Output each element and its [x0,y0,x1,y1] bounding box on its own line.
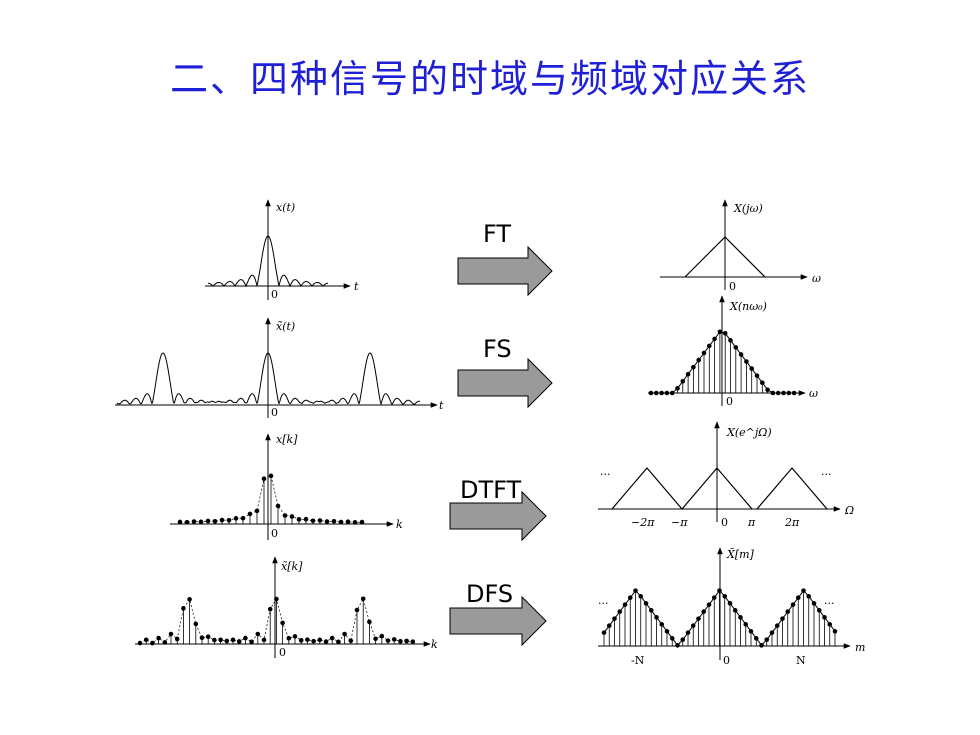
dfs-arrow [449,595,547,647]
sample-point [360,596,366,602]
sample-point [247,511,253,517]
tick-minus-n: -N [631,654,645,667]
xejw-xlabel: Ω [844,504,854,517]
tick-minus-pi: −π [671,516,688,529]
sample-point [150,640,155,646]
sample-point [367,619,372,625]
ft-arrow [457,245,553,297]
dtft-label: DTFT [460,476,522,504]
xpt-ylabel: x̃(t) [276,320,295,333]
xpm-origin: 0 [723,654,730,667]
fs-arrow [457,357,553,409]
sample-point [156,635,161,641]
sample-point [191,519,197,524]
sample-point [240,515,246,521]
dots-left-m: ··· [598,597,609,610]
xpt-origin: 0 [271,406,278,419]
sample-point [218,637,223,643]
sample-point [184,519,190,525]
xt-origin: 0 [271,288,278,301]
sample-point [187,597,192,602]
sample-point [143,637,149,643]
xk-ylabel: x[k] [276,433,298,446]
sample-point [212,637,217,643]
xpm-ylabel: X̃[m] [726,548,755,561]
dtft-arrow [449,490,547,542]
ft-label: FT [483,220,512,248]
sample-point [345,519,351,525]
sample-point [254,508,260,514]
xjw-xlabel: ω [812,272,821,285]
tick-n: N [796,654,806,667]
sample-point [336,639,341,645]
sample-point [354,607,360,613]
freq-plot-periodic-discrete: X̃[m] m 0 -N N ··· ··· [598,547,865,667]
xt-xlabel: t [354,280,359,293]
sample-point [193,621,199,627]
sample-point [317,637,323,643]
fs-label: FS [483,335,512,363]
xjw-origin: 0 [729,280,736,293]
time-plot-discrete-periodic: x̃[k] k 0 [135,556,438,659]
freq-plot-continuous-aperiodic: X(jω) ω 0 [660,199,821,293]
sample-point [379,633,385,639]
sample-point [212,518,218,524]
xnw-ylabel: X(nω₀) [729,300,767,313]
sample-point [199,635,205,641]
sample-point [310,518,316,524]
xpm-xlabel: m [855,641,865,654]
xnw-xlabel: ω [809,387,818,400]
sample-point [404,638,409,644]
xnw-origin: 0 [726,395,733,408]
sample-point [268,473,274,479]
sample-point [286,635,292,641]
xpt-xlabel: t [439,399,444,412]
time-plot-continuous-periodic: x̃(t) t 0 [115,317,444,419]
dots-right-m: ··· [824,597,835,610]
freq-plot-periodic-continuous: X(e^jΩ) Ω 0 −2π −π π 2π ··· ··· [598,421,854,529]
tick-pi: π [747,516,756,529]
dots-right: ··· [821,468,832,481]
xpk-xlabel: k [431,638,438,651]
sample-point [317,518,323,523]
slide-title: 二、四种信号的时域与频域对应关系 [169,57,810,101]
sample-point [338,519,344,525]
xejw-ylabel: X(e^jΩ) [726,426,772,439]
time-plot-continuous-aperiodic: x(t) t 0 [205,199,359,301]
xk-origin: 0 [271,527,278,540]
tick-2pi: 2π [784,516,800,529]
sample-point [230,637,236,643]
xk-xlabel: k [396,518,403,531]
xt-ylabel: x(t) [276,201,295,214]
dots-left: ··· [600,468,611,481]
time-plot-discrete-aperiodic: x[k] k 0 [170,433,403,540]
xjw-ylabel: X(jω) [733,202,763,215]
sample-point [275,503,281,509]
dfs-label: DFS [466,580,514,608]
sample-point [305,637,310,642]
sample-point [174,636,180,642]
sample-point [219,517,225,523]
xpk-ylabel: x̃[k] [281,560,303,573]
tick-minus-2pi: −2π [631,516,655,529]
freq-plot-line-spectrum: X(nω₀) ω 0 [648,295,818,408]
xejw-origin: 0 [721,516,728,529]
xpk-origin: 0 [279,646,286,659]
